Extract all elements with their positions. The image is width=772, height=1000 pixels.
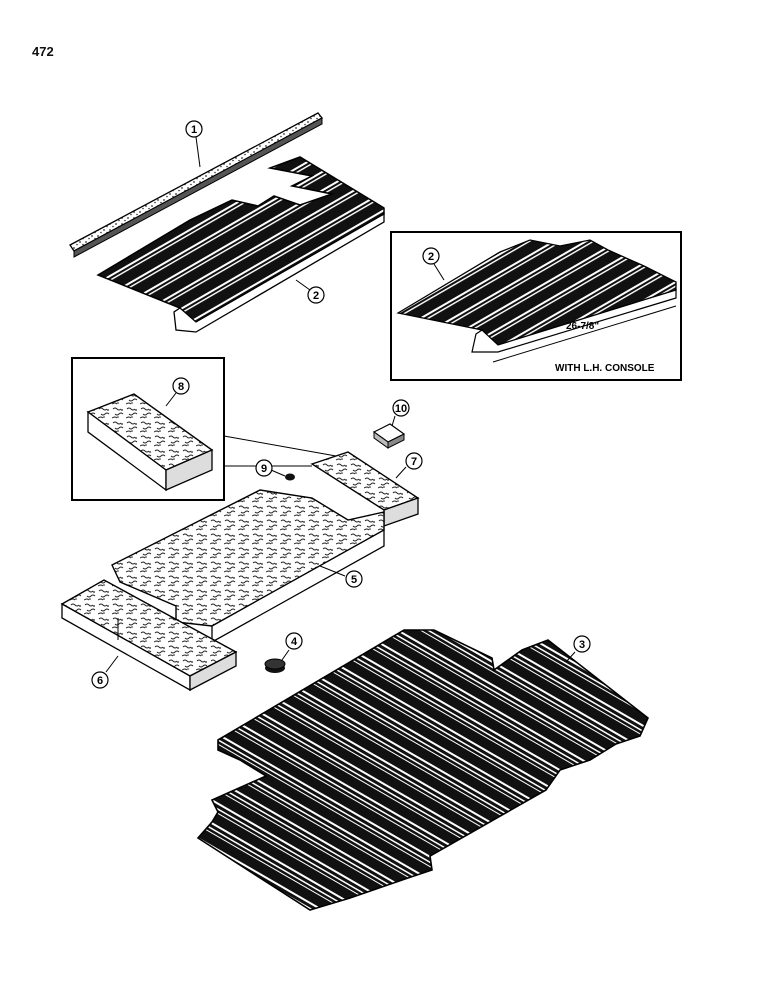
callout-4 — [285, 632, 303, 650]
callout-9-label: 9 — [261, 463, 267, 475]
foam-pad-inset — [71, 357, 337, 501]
callout-1-label: 1 — [191, 124, 197, 136]
callout-3-label: 3 — [579, 639, 585, 651]
callout-8 — [172, 377, 190, 395]
seal-strip-part-1 — [69, 112, 323, 258]
spacer-block-part-10 — [372, 423, 406, 449]
callout-2-label: 2 — [313, 290, 319, 302]
callout-6-label: 6 — [97, 675, 103, 687]
callout-2-inset — [422, 247, 440, 265]
foam-pad-part-6 — [60, 579, 238, 692]
callout-5 — [345, 570, 363, 588]
callout-1 — [185, 120, 203, 138]
callout-10 — [392, 399, 410, 417]
callout-8-label: 8 — [178, 381, 184, 393]
foam-pad-part-5 — [111, 489, 385, 644]
callout-7 — [405, 452, 423, 470]
callout-6 — [91, 671, 109, 689]
callout-4-label: 4 — [291, 636, 298, 648]
callouts: 1 2 2 8 10 9 7 5 6 4 — [91, 120, 591, 689]
floor-mat-part-3 — [196, 629, 649, 911]
page-number: 472 — [32, 44, 54, 59]
inset-caption: WITH L.H. CONSOLE — [555, 363, 655, 374]
callout-5-label: 5 — [351, 574, 357, 586]
plug-part-4 — [264, 658, 286, 673]
callout-2 — [307, 286, 325, 304]
callout-7-label: 7 — [411, 456, 417, 468]
callout-10-label: 10 — [395, 403, 407, 415]
callout-3 — [573, 635, 591, 653]
plug-part-9 — [285, 473, 295, 481]
dimension-label: 26-7/8" — [566, 321, 599, 332]
callout-2-inset-label: 2 — [428, 251, 434, 263]
callout-9 — [255, 459, 273, 477]
floor-plate-part-2 — [96, 156, 385, 333]
